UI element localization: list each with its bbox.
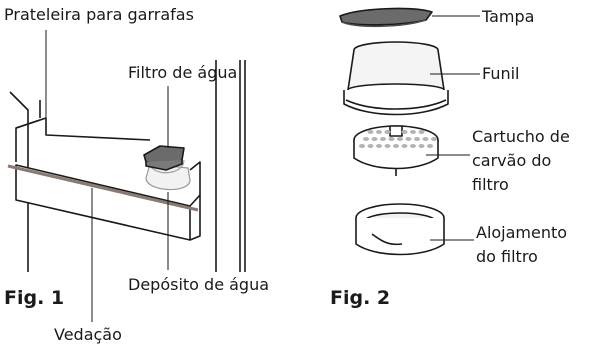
shelf-back (45, 118, 151, 141)
carbon-granule (401, 144, 408, 148)
carbon-granule (414, 137, 420, 141)
carbon-granule (422, 137, 429, 141)
carbon-granule (410, 144, 416, 148)
shelf-top-left (15, 117, 47, 129)
carbon-granule (363, 137, 369, 141)
carbon-granule (367, 130, 374, 134)
funnel-ridge (345, 99, 447, 110)
door-frame-left (9, 91, 29, 272)
carbon-granule (427, 144, 433, 148)
fig2-leaders (426, 15, 480, 241)
label-seal: Vedação (54, 325, 122, 344)
label-water-tank: Depósito de água (128, 275, 270, 294)
label-water-filter: Filtro de água (128, 63, 238, 82)
carbon-dots (359, 130, 437, 148)
filter-exploded-illustration (339, 7, 449, 256)
carbon-granule (405, 137, 412, 141)
carbon-granule (376, 130, 382, 134)
housing-body (355, 218, 445, 256)
label-lid: Tampa (482, 7, 535, 26)
fig1-leaders (45, 30, 169, 322)
label-cartridge-line2: carvão do (472, 151, 552, 170)
carbon-granule (359, 144, 365, 148)
carbon-granule (397, 137, 403, 141)
carbon-granule (410, 130, 416, 134)
carbon-granule (393, 144, 399, 148)
carbon-granule (384, 130, 391, 134)
carbon-granule (388, 137, 395, 141)
carbon-granule (367, 144, 374, 148)
carbon-granule (371, 137, 378, 141)
carbon-granule (431, 137, 437, 141)
fig1-caption: Fig. 1 (4, 287, 65, 309)
seal-band (7, 164, 199, 212)
lid-rim (341, 19, 427, 28)
filter-cap-rim (145, 160, 183, 171)
carbon-granule (384, 144, 391, 148)
label-cartridge-line3: filtro (472, 175, 509, 194)
label-housing-line1: Alojamento (476, 223, 568, 242)
carbon-granule (380, 137, 386, 141)
cartridge-stem (389, 125, 403, 137)
fig2-caption: Fig. 2 (330, 287, 391, 309)
carbon-granule (401, 130, 408, 134)
water-tank (145, 163, 191, 191)
label-funnel: Funil (482, 64, 520, 83)
label-cartridge-line1: Cartucho de (472, 127, 570, 146)
carbon-granule (418, 130, 425, 134)
carbon-granule (418, 144, 425, 148)
funnel-base (343, 90, 449, 116)
label-bottle-shelf: Prateleira para garrafas (4, 5, 194, 24)
housing-channel (371, 233, 403, 246)
fridge-door-illustration (7, 60, 246, 272)
carbon-granule (376, 144, 382, 148)
shelf-right-top (189, 161, 201, 195)
shelf-right-side (189, 194, 201, 241)
label-housing-line2: do filtro (476, 247, 538, 266)
